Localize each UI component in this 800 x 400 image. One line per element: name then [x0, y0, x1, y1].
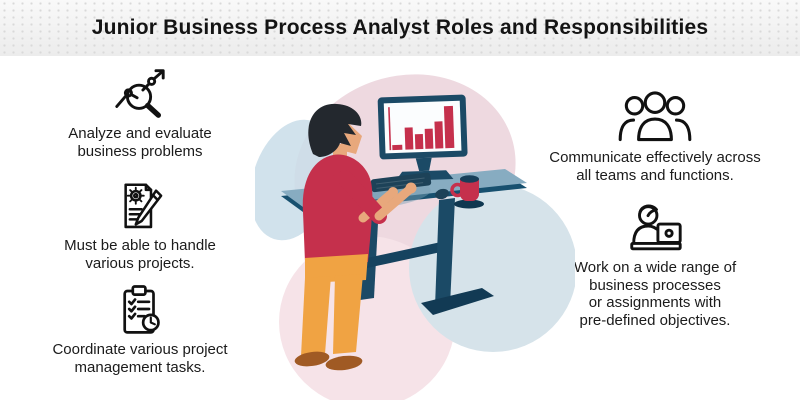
monitor-neck [415, 157, 432, 172]
text-line: business processes [589, 276, 721, 294]
document-gear-pencil-icon [124, 183, 163, 229]
left-item-coordinate-text: Coordinate various project management ta… [18, 341, 262, 376]
text-line: various projects. [85, 254, 195, 272]
text-line: Analyze and evaluate [68, 125, 212, 142]
desk-foot [421, 288, 494, 315]
monitor [377, 94, 468, 181]
gray-blue-circle [409, 184, 575, 352]
clipboard-checklist-clock-icon [123, 285, 160, 334]
analyst-at-desk-illustration [255, 74, 575, 400]
left-item-analyze-text: Analyze and evaluate business problems [18, 125, 262, 160]
header-band: Junior Business Process Analyst Roles an… [0, 0, 800, 56]
right-item-communicate: Communicate effectively across all teams… [518, 88, 792, 184]
left-item-analyze: Analyze and evaluate business problems [18, 62, 262, 160]
text-line: pre-defined objectives. [579, 312, 731, 330]
coffee-mug [450, 175, 484, 209]
bar-chart-on-screen [388, 105, 455, 151]
desk-crossbar [367, 242, 441, 268]
left-item-projects: Must be able to handle various projects. [18, 178, 262, 272]
left-item-projects-text: Must be able to handle various projects. [18, 237, 262, 272]
text-line: management tasks. [74, 358, 206, 376]
right-shoe [325, 355, 363, 371]
pants-left-leg [301, 276, 331, 356]
text-line: Communicate effectively across [549, 149, 761, 166]
text-line: Work on a wide range of [573, 259, 737, 276]
left-item-coordinate: Coordinate various project management ta… [18, 282, 262, 376]
mouse [435, 188, 449, 200]
right-item-work-range-text: Work on a wide range of business process… [518, 259, 792, 330]
person [294, 103, 417, 371]
keyboard [370, 172, 432, 193]
page-title: Junior Business Process Analyst Roles an… [91, 16, 709, 39]
desk-right-leg [435, 198, 455, 307]
text-line: Coordinate various project [52, 341, 228, 358]
text-line: Must be able to handle [64, 237, 216, 254]
pants-right-leg [333, 274, 363, 354]
text-line: or assignments with [588, 294, 722, 312]
left-shoe [294, 351, 330, 367]
person-laptop-icon [630, 204, 682, 251]
arms [329, 170, 417, 226]
right-item-work-range: Work on a wide range of business process… [518, 198, 792, 330]
hair [308, 103, 362, 157]
text-line: all teams and functions. [576, 166, 734, 184]
analysis-magnifier-icon [115, 69, 165, 118]
text-line: business problems [77, 142, 203, 160]
right-item-communicate-text: Communicate effectively across all teams… [518, 149, 792, 184]
team-group-icon [618, 91, 692, 142]
